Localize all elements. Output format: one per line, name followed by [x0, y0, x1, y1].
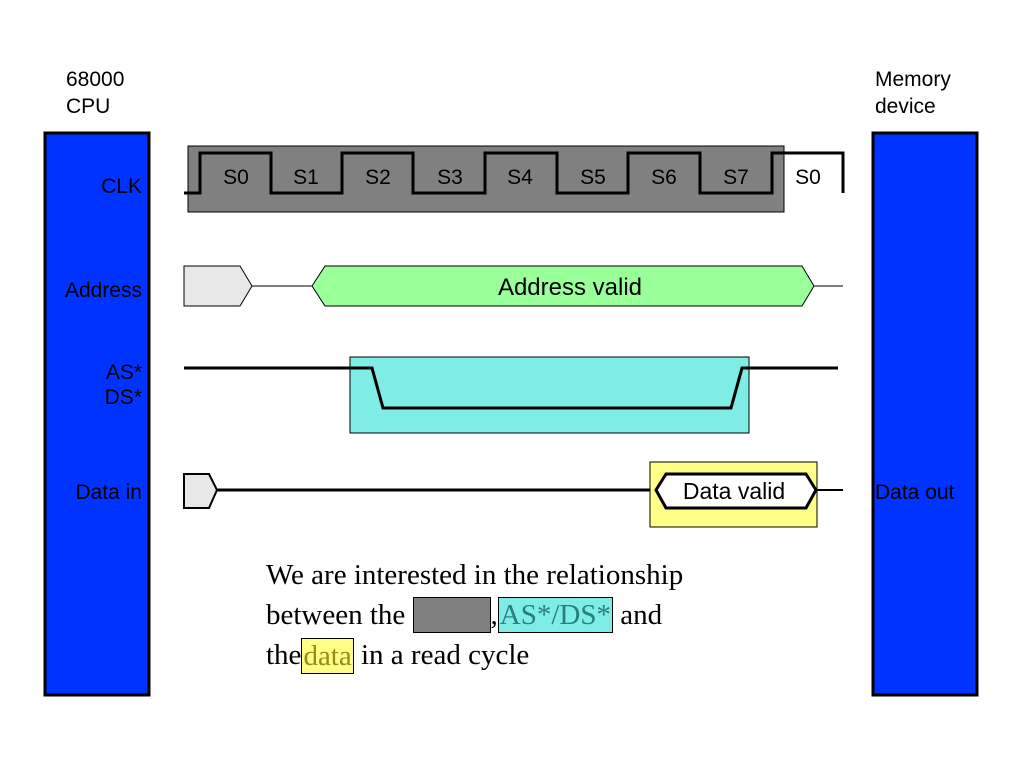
memory-title: Memory device: [875, 66, 951, 120]
memory-title-line2: device: [875, 95, 936, 118]
ds-label: DS*: [105, 386, 142, 409]
clock-state-label: S2: [365, 166, 391, 189]
caption-data: data: [301, 637, 354, 674]
clock-state-label: S3: [437, 166, 463, 189]
caption-line-2: between the ,AS*/DS* and: [266, 595, 786, 635]
data-idle-segment: [183, 473, 219, 509]
address-valid-label: Address valid: [498, 274, 642, 301]
memory-bar: [871, 131, 979, 697]
cpu-title-line2: CPU: [66, 95, 111, 118]
clock-state-label: S7: [723, 166, 749, 189]
clock-state-label: S1: [293, 166, 319, 189]
as-label: AS*: [106, 361, 142, 384]
clock-state-label: S5: [580, 166, 606, 189]
clock-state-label: S0: [795, 166, 821, 189]
caption-line-1: We are interested in the relationship: [266, 559, 684, 591]
clk-label: CLK: [101, 175, 142, 198]
cpu-bar: [43, 131, 151, 697]
data-valid-label: Data valid: [683, 478, 785, 504]
cpu-title: 68000 CPU: [66, 66, 124, 120]
caption-as-ds: AS*/DS*: [497, 597, 613, 634]
data-out-label: Data out: [875, 481, 955, 504]
caption: We are interested in the relationship be…: [266, 555, 786, 676]
caption-read-cycle: in a read cycle: [353, 639, 530, 672]
clock-color-key: [412, 597, 491, 634]
clock-waveform: [184, 151, 845, 195]
caption-the: the: [266, 639, 302, 672]
caption-between: between the: [266, 599, 406, 631]
cpu-title-line1: 68000: [66, 68, 125, 91]
strobe-highlight: [349, 356, 750, 434]
clock-state-label: S6: [651, 166, 677, 189]
caption-comma: ,: [490, 599, 498, 631]
caption-and: and: [613, 599, 663, 631]
clock-state-label: S0: [223, 166, 249, 189]
caption-line-3: thedata in a read cycle: [266, 635, 786, 675]
strobe-waveform: [184, 366, 838, 410]
data-in-label: Data in: [75, 481, 142, 504]
address-idle-segment: [183, 265, 253, 307]
clock-state-label: S4: [507, 166, 533, 189]
address-label: Address: [65, 279, 142, 302]
memory-title-line1: Memory: [875, 68, 951, 91]
